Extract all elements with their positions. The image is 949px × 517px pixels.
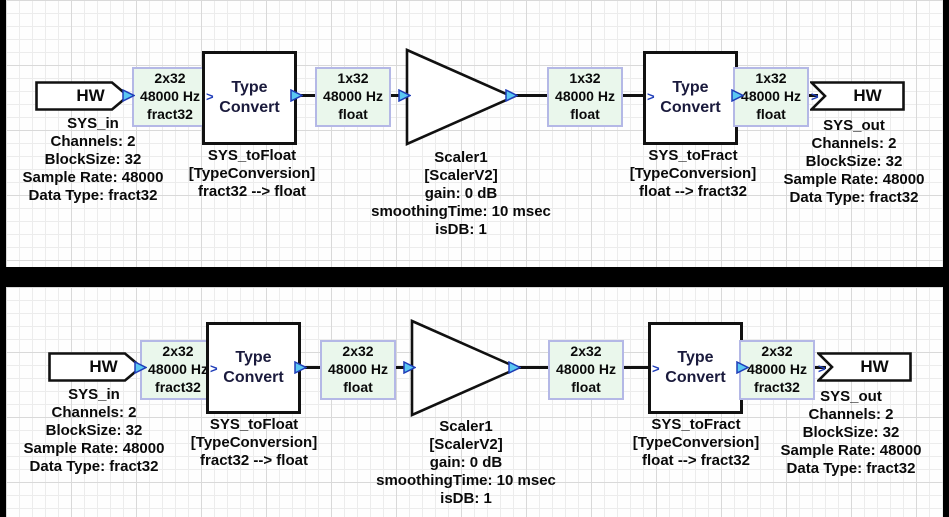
- input-pin-arrow-icon[interactable]: >: [811, 89, 819, 104]
- output-pin-icon[interactable]: [736, 361, 749, 374]
- type-convert-1-block[interactable]: Type Convert: [206, 322, 301, 414]
- type-convert-2-caption: SYS_toFract[TypeConversion]float --> fra…: [629, 147, 757, 200]
- type-convert-1-caption: SYS_toFloat[TypeConversion]fract32 --> f…: [188, 147, 316, 200]
- type-convert-1-label: Type Convert: [223, 349, 284, 386]
- output-pin-icon[interactable]: [122, 89, 135, 102]
- hw-output-block[interactable]: [810, 81, 905, 111]
- output-pin-icon[interactable]: [294, 361, 307, 374]
- type-convert-1-label: Type Convert: [219, 79, 280, 116]
- hw-output-label: HW: [853, 86, 882, 105]
- input-pin-icon[interactable]: [403, 361, 416, 374]
- scaler-block[interactable]: [405, 47, 517, 147]
- scaler-block[interactable]: [410, 318, 522, 418]
- type-convert-1-block[interactable]: Type Convert: [202, 51, 297, 145]
- input-pin-arrow-icon[interactable]: >: [647, 89, 655, 104]
- hw-input-label: HW: [89, 357, 118, 376]
- hw-output-block[interactable]: [817, 352, 912, 382]
- input-pin-arrow-icon[interactable]: >: [818, 361, 826, 376]
- input-pin-arrow-icon[interactable]: >: [652, 361, 660, 376]
- input-pin-arrow-icon[interactable]: >: [206, 89, 214, 104]
- type-convert-2-label: Type Convert: [665, 349, 726, 386]
- type-convert-2-caption: SYS_toFract[TypeConversion]float --> fra…: [632, 416, 760, 469]
- output-pin-icon[interactable]: [290, 89, 303, 102]
- output-pin-icon[interactable]: [508, 361, 521, 374]
- type-convert-2-block[interactable]: Type Convert: [643, 51, 738, 145]
- input-pin-arrow-icon[interactable]: >: [210, 361, 218, 376]
- type-convert-2-block[interactable]: Type Convert: [648, 322, 743, 414]
- output-pin-icon[interactable]: [134, 361, 147, 374]
- hw-input-label: HW: [76, 86, 105, 105]
- type-convert-1-caption: SYS_toFloat[TypeConversion]fract32 --> f…: [190, 416, 318, 469]
- output-pin-icon[interactable]: [731, 89, 744, 102]
- input-pin-icon[interactable]: [398, 89, 411, 102]
- hw-input-block[interactable]: [35, 81, 130, 111]
- output-pin-icon[interactable]: [505, 89, 518, 102]
- type-convert-2-label: Type Convert: [660, 79, 721, 116]
- hw-input-block[interactable]: [48, 352, 143, 382]
- hw-output-label: HW: [860, 357, 889, 376]
